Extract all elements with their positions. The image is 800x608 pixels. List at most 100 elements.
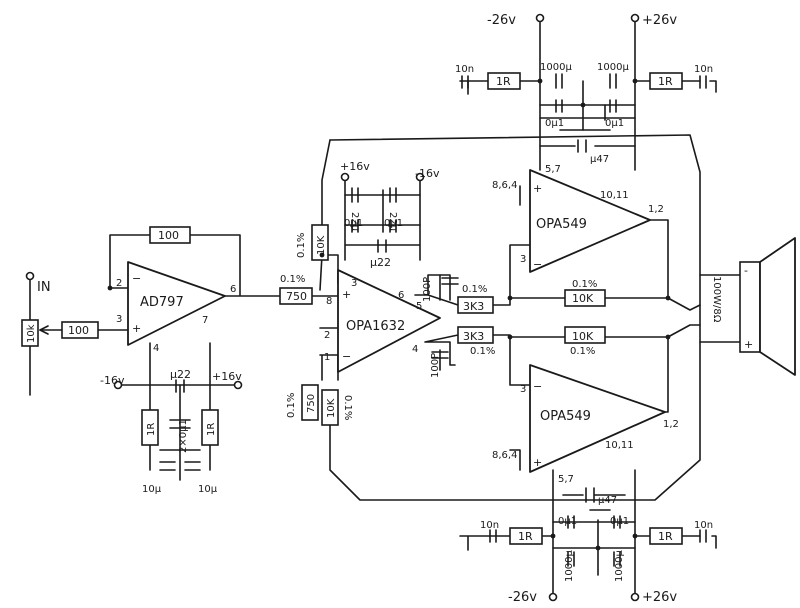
opa1632-mu22-plates [377, 239, 387, 253]
ad797-c-left-label: 10μ [142, 484, 162, 495]
opa1632-c22a: 22μ [349, 212, 360, 232]
opa1632-r-bot-tol: 0.1% [286, 393, 297, 418]
junction-dot [595, 545, 601, 551]
junction-dot [507, 334, 513, 340]
wires [29, 21, 741, 601]
ad797-cap-mu22: μ22 [170, 368, 191, 381]
speaker-rating: 100W/8Ω [711, 276, 722, 323]
psu-bot-c10n-right-plates [699, 529, 707, 543]
ad797-pin3: 3 [116, 314, 122, 325]
psu-bot-r1-left [509, 527, 543, 545]
opa1632-r-in-label: 750 [286, 290, 307, 303]
ad797-stage: 100 AD797 − + 2 3 6 4 7 μ22 1R 1R 2×0μ1 … [116, 226, 236, 495]
terminal-pos16-opa1632 [340, 172, 350, 182]
opa1632-r-top-label: 10K [316, 235, 327, 255]
opa1632-r-in-tol: 0.1% [280, 274, 305, 285]
opa1632-pin1: 1 [324, 352, 330, 363]
terminal-neg26-top [535, 13, 545, 23]
opa1632-01u-plates [351, 219, 397, 233]
ad797-r-right-label: 1R [206, 423, 217, 436]
opa549-bot-minus: − [533, 380, 542, 393]
speaker: 100W/8Ω - + [711, 237, 796, 376]
pot-wiper-arrow [39, 325, 49, 335]
opa1632-ground-resistor [301, 384, 319, 421]
psu-top-c10n-left: 10n [455, 64, 474, 75]
psu-top-1000u-plates [555, 73, 617, 89]
junction-dot [319, 252, 325, 258]
ad797-resistor-left [141, 409, 159, 446]
opa549-bot-pins-out: 1,2 [663, 419, 679, 430]
junction-dot [507, 295, 513, 301]
opa549-top-pins-plus: 8,6,4 [492, 180, 517, 191]
ad797-cap-mu22-plates [175, 379, 185, 393]
psu-bot-1000u-plates [567, 551, 621, 567]
terminal-neg26-bot [548, 592, 558, 602]
opa549-bot-r-fb-tol: 0.1% [570, 346, 595, 357]
ad797-pin2: 2 [116, 278, 122, 289]
psu-bot-c1000-left: 1000μ [564, 550, 575, 582]
neg26-bot-label: -26v [508, 590, 537, 605]
psu-top-c01-right: 0μ1 [605, 118, 624, 129]
opa549-top-plus: + [533, 182, 542, 195]
psu-bot-c10n-left-plates [489, 529, 497, 543]
opa549-top-name: OPA549 [536, 217, 587, 232]
psu-top-c10n-left-plates [461, 75, 469, 89]
input-resistor [61, 321, 99, 339]
psu-top-r1-left-label: 1R [496, 75, 511, 88]
junction-dot [537, 78, 543, 84]
pos16-ad797-label: +16v [212, 370, 242, 383]
opa549-top-r-fb: 10K [572, 292, 594, 305]
input-resistor-label: 100 [68, 324, 89, 337]
opa1632-r-bot2-tol: 0.1% [342, 395, 353, 420]
opa549-top-pins-vminus: 10,11 [600, 190, 629, 201]
psu-bot-r1-right-label: 1R [658, 530, 673, 543]
junction-dot [632, 533, 638, 539]
opa1632-opamp [337, 269, 441, 373]
opa549-bot-r-in-tol: 0.1% [470, 346, 495, 357]
psu-top-r1-left [487, 72, 521, 90]
opa549-top-r-in-tol: 0.1% [462, 284, 487, 295]
neg16-opa1632-label: -16v [415, 167, 440, 180]
ad797-opamp [127, 261, 226, 346]
supply-terminals: -26v +26v -26v +26v -16v +16v +16v -16v [100, 13, 677, 605]
ad797-caps-mid-label: 2×0μ1 [178, 419, 189, 453]
opa1632-r-bot-label: 750 [306, 394, 317, 413]
ad797-pin7: 7 [202, 315, 208, 326]
opa549-top-minus: − [533, 258, 542, 271]
opa549-top-pins-vplus: 5,7 [545, 164, 561, 175]
psu-top-c10n-right-plates [699, 75, 707, 89]
opa549-top-opamp [529, 169, 651, 273]
opa1632-100p-bot-plates [431, 351, 449, 359]
terminal-pos26-bot [630, 592, 640, 602]
opa549-bot-name: OPA549 [540, 409, 591, 424]
opa1632-plus: + [342, 288, 351, 301]
opa549-bot-r-fb: 10K [572, 330, 594, 343]
ad797-name: AD797 [140, 295, 184, 310]
terminal-pos16-ad797 [233, 380, 243, 390]
ad797-caps-mid-plates [169, 419, 191, 429]
ad797-r-left-label: 1R [146, 423, 157, 436]
ad797-pin6: 6 [230, 284, 236, 295]
opa549-top-mu47-plates [577, 139, 587, 153]
opa549-bot-pins-vplus: 5,7 [558, 474, 574, 485]
psu-bot-c01-right: 0μ1 [610, 516, 629, 527]
opa1632-c100p-top: 100P [422, 277, 433, 302]
psu-bot-c01-left: 0μ1 [558, 516, 577, 527]
opa1632-feedback-resistor-top [311, 224, 329, 261]
opa1632-stage: 750 0.1% 10K 0.1% 750 0.1% 10K 0.1% OPA1… [279, 187, 459, 426]
psu-bot-01u-plates [567, 515, 621, 529]
ad797-electrolytic-plates [159, 461, 201, 471]
input-stage: IN 10k 100 [21, 271, 99, 347]
ad797-minus: − [132, 272, 141, 285]
opa1632-pin3: 3 [351, 278, 357, 289]
opa1632-c-mu22: μ22 [370, 256, 391, 269]
opa549-top-r-fb-tol: 0.1% [572, 279, 597, 290]
psu-top-r1-right [649, 72, 683, 90]
opa549-top-pins-out: 1,2 [648, 204, 664, 215]
input-label: IN [37, 280, 51, 295]
opa1632-pin2: 2 [324, 330, 330, 341]
opa1632-minus: − [342, 350, 351, 363]
psu-bot-r1-right [649, 527, 683, 545]
psu-top-c01-left: 0μ1 [545, 118, 564, 129]
ad797-c-right-label: 10μ [198, 484, 218, 495]
